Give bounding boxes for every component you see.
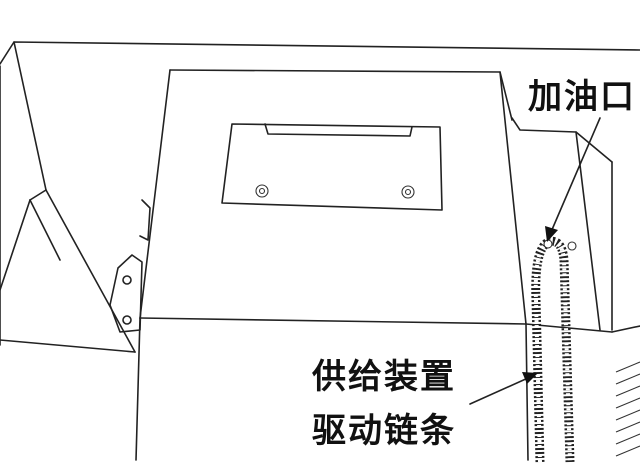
- side-housing: [511, 117, 640, 457]
- side-bracket: [109, 199, 151, 333]
- drive-chain-label-line1: 供给装置: [312, 357, 456, 397]
- rear-frame: [0, 41, 640, 353]
- cover-plate: [221, 123, 443, 211]
- drive-chain: [531, 236, 575, 463]
- oil-inlet-label: 加油口: [528, 77, 636, 117]
- chain-arrow: [469, 372, 538, 405]
- feeder-box: [135, 69, 529, 461]
- oil-inlet-arrow: [545, 117, 601, 242]
- drive-chain-label-line2: 驱动链条: [312, 411, 456, 451]
